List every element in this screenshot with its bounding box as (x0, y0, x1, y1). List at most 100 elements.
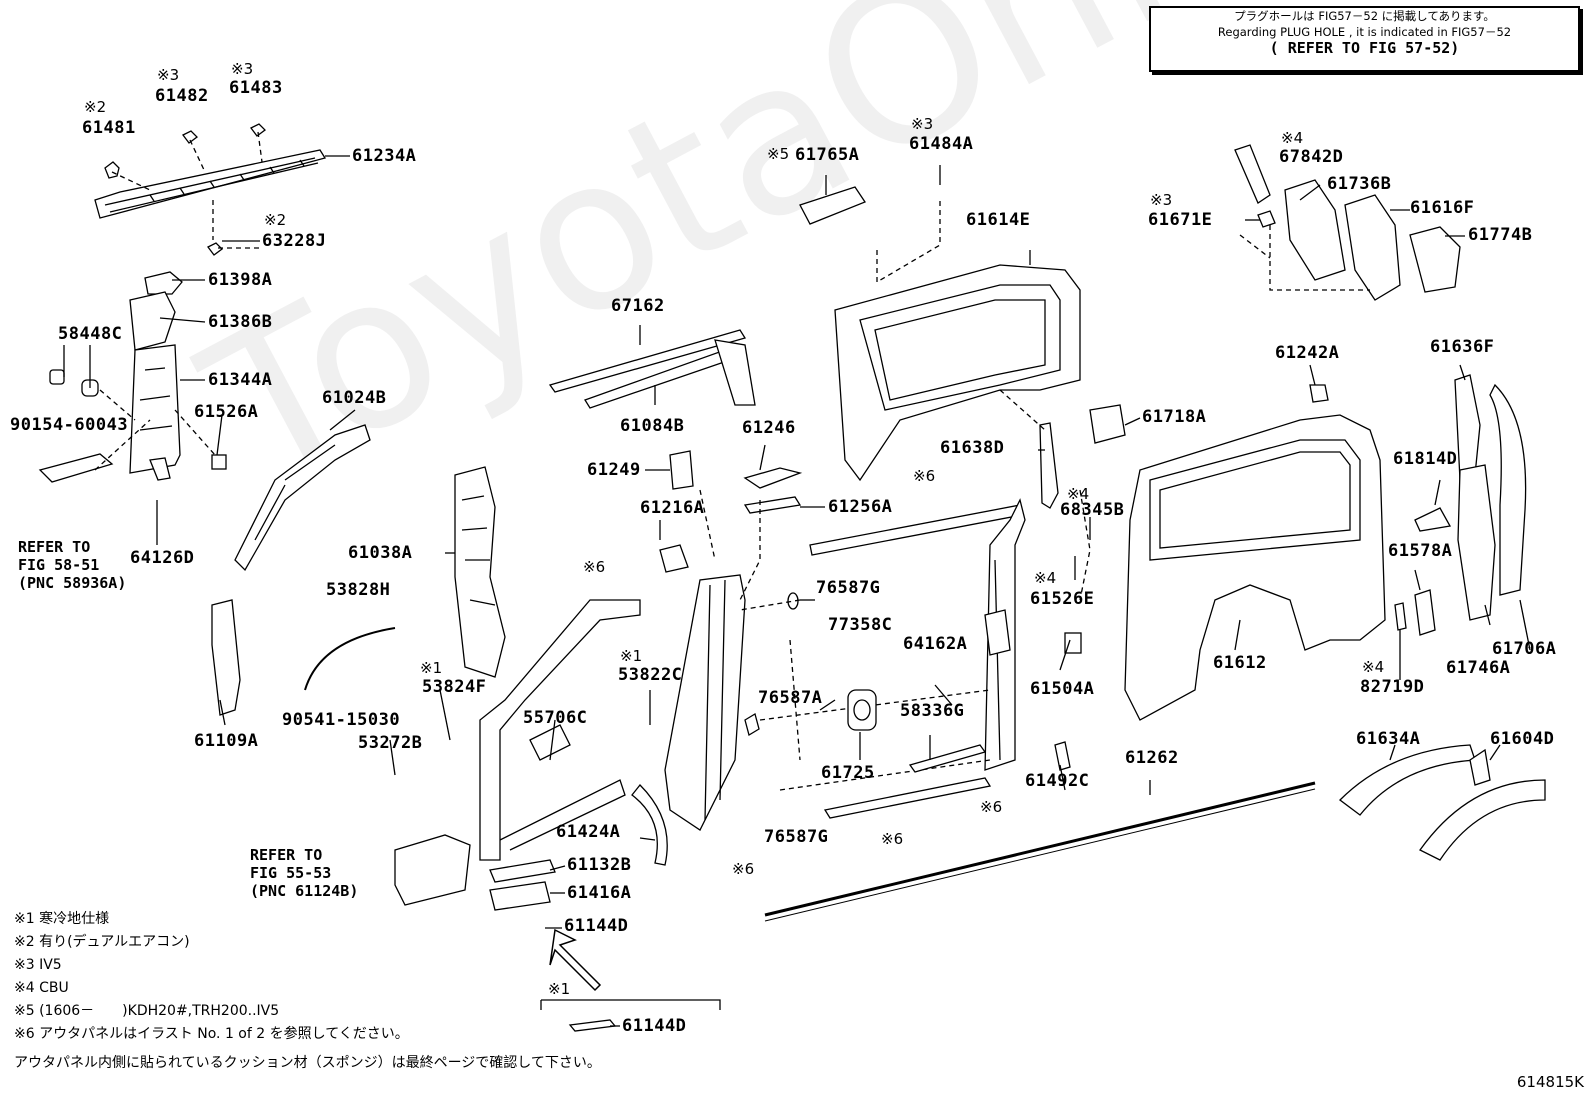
part-76587G-shape (787, 592, 799, 610)
label-61144D-box[interactable]: 61144D (622, 1016, 687, 1036)
mark-82719D: ※4 (1362, 658, 1385, 676)
label-61492C[interactable]: 61492C (1025, 771, 1090, 791)
mark-53822C: ※1 (620, 647, 643, 665)
label-61242A[interactable]: 61242A (1275, 343, 1340, 363)
label-61616F[interactable]: 61616F (1410, 198, 1475, 218)
label-76587A[interactable]: 76587A (758, 688, 823, 708)
label-61706A[interactable]: 61706A (1492, 639, 1557, 659)
part-61614E-shape (834, 264, 1081, 482)
label-61746A[interactable]: 61746A (1446, 658, 1511, 678)
label-61526E[interactable]: 61526E (1030, 589, 1095, 609)
part-61262-shape (764, 781, 1316, 917)
part-61746A-shape (1457, 464, 1496, 621)
ref1-line3: (PNC 58936A) (18, 574, 127, 592)
label-61398A[interactable]: 61398A (208, 270, 273, 290)
label-61636F[interactable]: 61636F (1430, 337, 1495, 357)
label-61481[interactable]: 61481 (82, 118, 136, 138)
label-61386B[interactable]: 61386B (208, 312, 273, 332)
refer-fig-55-53[interactable]: REFER TO FIG 55-53 (PNC 61124B) (250, 846, 358, 900)
part-61234A-shape (94, 149, 327, 219)
label-61578A[interactable]: 61578A (1388, 541, 1453, 561)
label-90541-15030[interactable]: 90541-15030 (282, 710, 401, 730)
part-61424A-shape (631, 784, 668, 866)
label-61612[interactable]: 61612 (1213, 653, 1267, 673)
part-61671E-shape (1257, 210, 1276, 228)
label-76587G-upper[interactable]: 76587G (816, 578, 881, 598)
option-box-bracket (540, 999, 721, 1010)
label-67842D[interactable]: 67842D (1279, 147, 1344, 167)
part-61038A-shape (454, 466, 506, 678)
label-63228J[interactable]: 63228J (262, 231, 327, 251)
label-61718A[interactable]: 61718A (1142, 407, 1207, 427)
label-61484A[interactable]: 61484A (909, 134, 974, 154)
part-61216A-shape (659, 544, 689, 573)
label-61084B[interactable]: 61084B (620, 416, 685, 436)
part-61416A-shape (489, 881, 551, 911)
ref1-line1: REFER TO (18, 538, 91, 556)
label-61144D-upper[interactable]: 61144D (564, 916, 629, 936)
mark-6-pillar: ※6 (732, 860, 755, 878)
mark-61671E: ※3 (1150, 191, 1173, 209)
mark-61481: ※2 (84, 98, 107, 116)
label-61483[interactable]: 61483 (229, 78, 283, 98)
label-61216A[interactable]: 61216A (640, 498, 705, 518)
label-61262[interactable]: 61262 (1125, 748, 1179, 768)
label-61416A[interactable]: 61416A (567, 883, 632, 903)
figure-number: 614815K (1516, 1073, 1584, 1091)
label-53272B[interactable]: 53272B (358, 733, 423, 753)
label-61504A[interactable]: 61504A (1030, 679, 1095, 699)
ref2-line2: FIG 55-53 (250, 864, 332, 882)
part-61636F-shape (1454, 374, 1527, 596)
label-61604D[interactable]: 61604D (1490, 729, 1555, 749)
label-61736B[interactable]: 61736B (1327, 174, 1392, 194)
label-82719D[interactable]: 82719D (1360, 677, 1425, 697)
label-53824F[interactable]: 53824F (422, 677, 487, 697)
center-pillar (664, 574, 760, 831)
part-61612-shape (1124, 414, 1386, 721)
mark-63228J: ※2 (264, 211, 287, 229)
label-58336G[interactable]: 58336G (900, 701, 965, 721)
part-61604D-shape (1419, 748, 1546, 861)
label-61344A[interactable]: 61344A (208, 370, 273, 390)
arrow-pointer (549, 928, 602, 992)
label-61725[interactable]: 61725 (821, 763, 875, 783)
footnote-3: ※3 IV5 (14, 957, 62, 973)
label-90154-60043[interactable]: 90154-60043 (10, 415, 129, 435)
label-61638D[interactable]: 61638D (940, 438, 1005, 458)
label-61614E[interactable]: 61614E (966, 210, 1031, 230)
label-61132B[interactable]: 61132B (567, 855, 632, 875)
label-61765A[interactable]: 61765A (795, 145, 860, 165)
note-line-ref: ( REFER TO FIG 57-52) (1269, 39, 1460, 57)
label-61109A[interactable]: 61109A (194, 731, 259, 751)
label-61234A[interactable]: 61234A (352, 146, 417, 166)
label-61038A[interactable]: 61038A (348, 543, 413, 563)
label-64126D[interactable]: 64126D (130, 548, 195, 568)
label-61634A[interactable]: 61634A (1356, 729, 1421, 749)
label-61671E[interactable]: 61671E (1148, 210, 1213, 230)
footnote-5: ※5 (1606－ )KDH20#,TRH200..IV5 (14, 1003, 280, 1019)
part-61725-shape (847, 689, 877, 731)
label-68345B[interactable]: 68345B (1060, 500, 1125, 520)
label-55706C[interactable]: 55706C (523, 708, 588, 728)
label-58448C[interactable]: 58448C (58, 324, 123, 344)
label-61482[interactable]: 61482 (155, 86, 209, 106)
label-76587G-lower[interactable]: 76587G (764, 827, 829, 847)
label-53828H[interactable]: 53828H (326, 580, 391, 600)
label-53822C[interactable]: 53822C (618, 665, 683, 685)
part-61024B-shape (234, 424, 371, 572)
part-53828H-shape (304, 627, 396, 691)
label-77358C[interactable]: 77358C (828, 615, 893, 635)
label-61249[interactable]: 61249 (587, 460, 641, 480)
label-61256A[interactable]: 61256A (828, 497, 893, 517)
label-61774B[interactable]: 61774B (1468, 225, 1533, 245)
refer-fig-58-51[interactable]: REFER TO FIG 58-51 (PNC 58936A) (18, 538, 126, 592)
label-67162[interactable]: 67162 (611, 296, 665, 316)
mark-53824F: ※1 (420, 659, 443, 677)
label-61246[interactable]: 61246 (742, 418, 796, 438)
label-61024B[interactable]: 61024B (322, 388, 387, 408)
label-61424A[interactable]: 61424A (556, 822, 621, 842)
label-61814D[interactable]: 61814D (1393, 449, 1458, 469)
label-61526A[interactable]: 61526A (194, 402, 259, 422)
label-64162A[interactable]: 64162A (903, 634, 968, 654)
